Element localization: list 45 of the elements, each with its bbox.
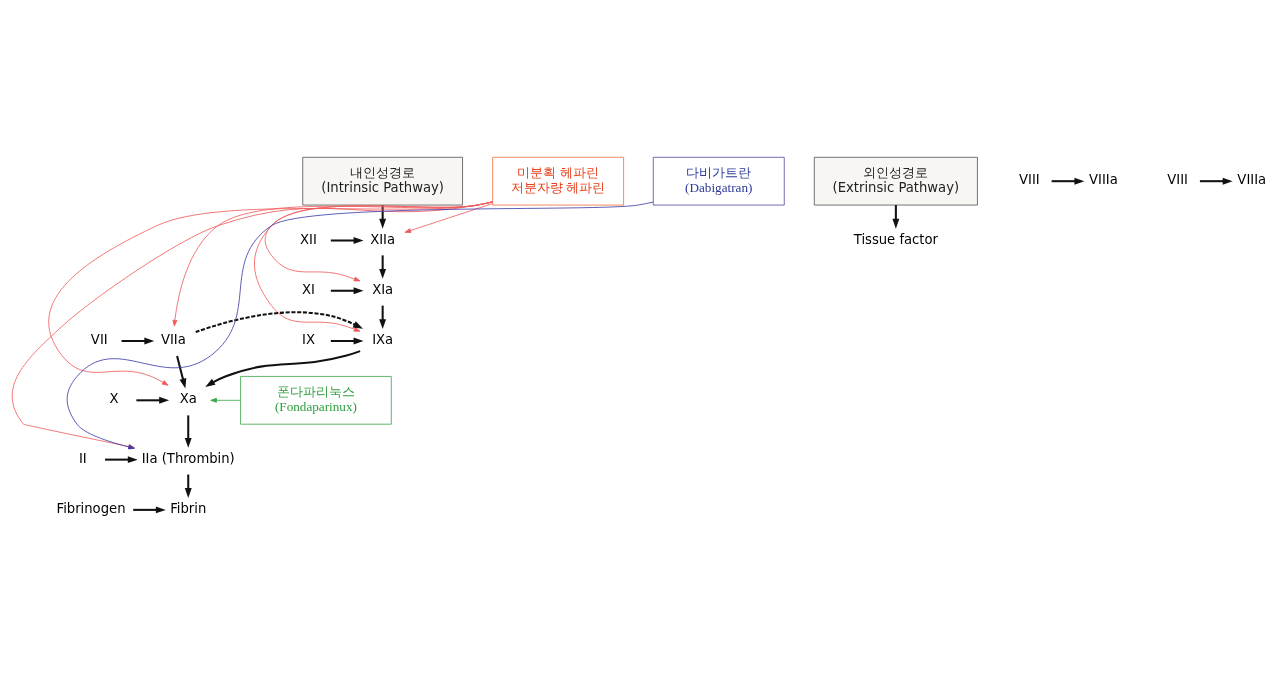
arrow — [105, 456, 138, 464]
node-text: VIII — [1018, 172, 1040, 188]
arrow — [892, 205, 900, 229]
node-text: IX — [302, 332, 315, 348]
arrow — [264, 201, 493, 282]
node-box: 외인성경로 (Extrinsic Pathway) — [813, 156, 978, 206]
arrow — [184, 415, 192, 448]
node-text: VIIa — [160, 332, 186, 348]
arrow — [136, 396, 170, 404]
node-text: Fibrinogen — [56, 501, 126, 517]
node-text: VIIIa — [1237, 172, 1267, 188]
node-text: X — [109, 391, 119, 407]
arrow — [176, 355, 187, 389]
node-text: IXa — [372, 332, 394, 348]
arrow — [195, 311, 364, 334]
node-text: XII — [300, 231, 317, 247]
node-text: Xa — [179, 391, 197, 407]
node-box: 다비가트란 (Dabigatran) — [652, 156, 785, 206]
arrow — [205, 350, 361, 387]
node-text: VII — [90, 332, 108, 348]
arrow — [379, 255, 387, 279]
node-text: Fibrin — [170, 501, 207, 517]
arrow — [133, 506, 166, 514]
arrow — [254, 201, 493, 332]
node-text: II — [78, 450, 87, 466]
node-text: XIIa — [370, 231, 396, 247]
node-text: Tissue factor — [853, 231, 939, 247]
node-text: XIa — [372, 281, 394, 297]
node-box: 폰다파리눅스 (Fondaparinux) — [240, 376, 392, 425]
arrow — [172, 201, 493, 327]
arrow — [48, 201, 493, 386]
arrow — [330, 337, 364, 345]
arrow — [330, 237, 364, 244]
arrow — [121, 337, 155, 345]
node-box: 내인성경로 (Intrinsic Pathway) — [302, 156, 463, 206]
node-text: IIa (Thrombin) — [141, 450, 235, 466]
arrow — [1199, 177, 1233, 185]
node-text: XI — [302, 281, 315, 297]
arrow — [1051, 177, 1085, 185]
arrow — [330, 287, 364, 295]
node-box: 미분획 헤파린 저분자량 헤파린 — [492, 156, 624, 206]
node-text: VIIIa — [1089, 172, 1118, 188]
arrow — [404, 203, 493, 233]
node-text: VIII — [1167, 172, 1188, 188]
arrow — [210, 397, 241, 403]
